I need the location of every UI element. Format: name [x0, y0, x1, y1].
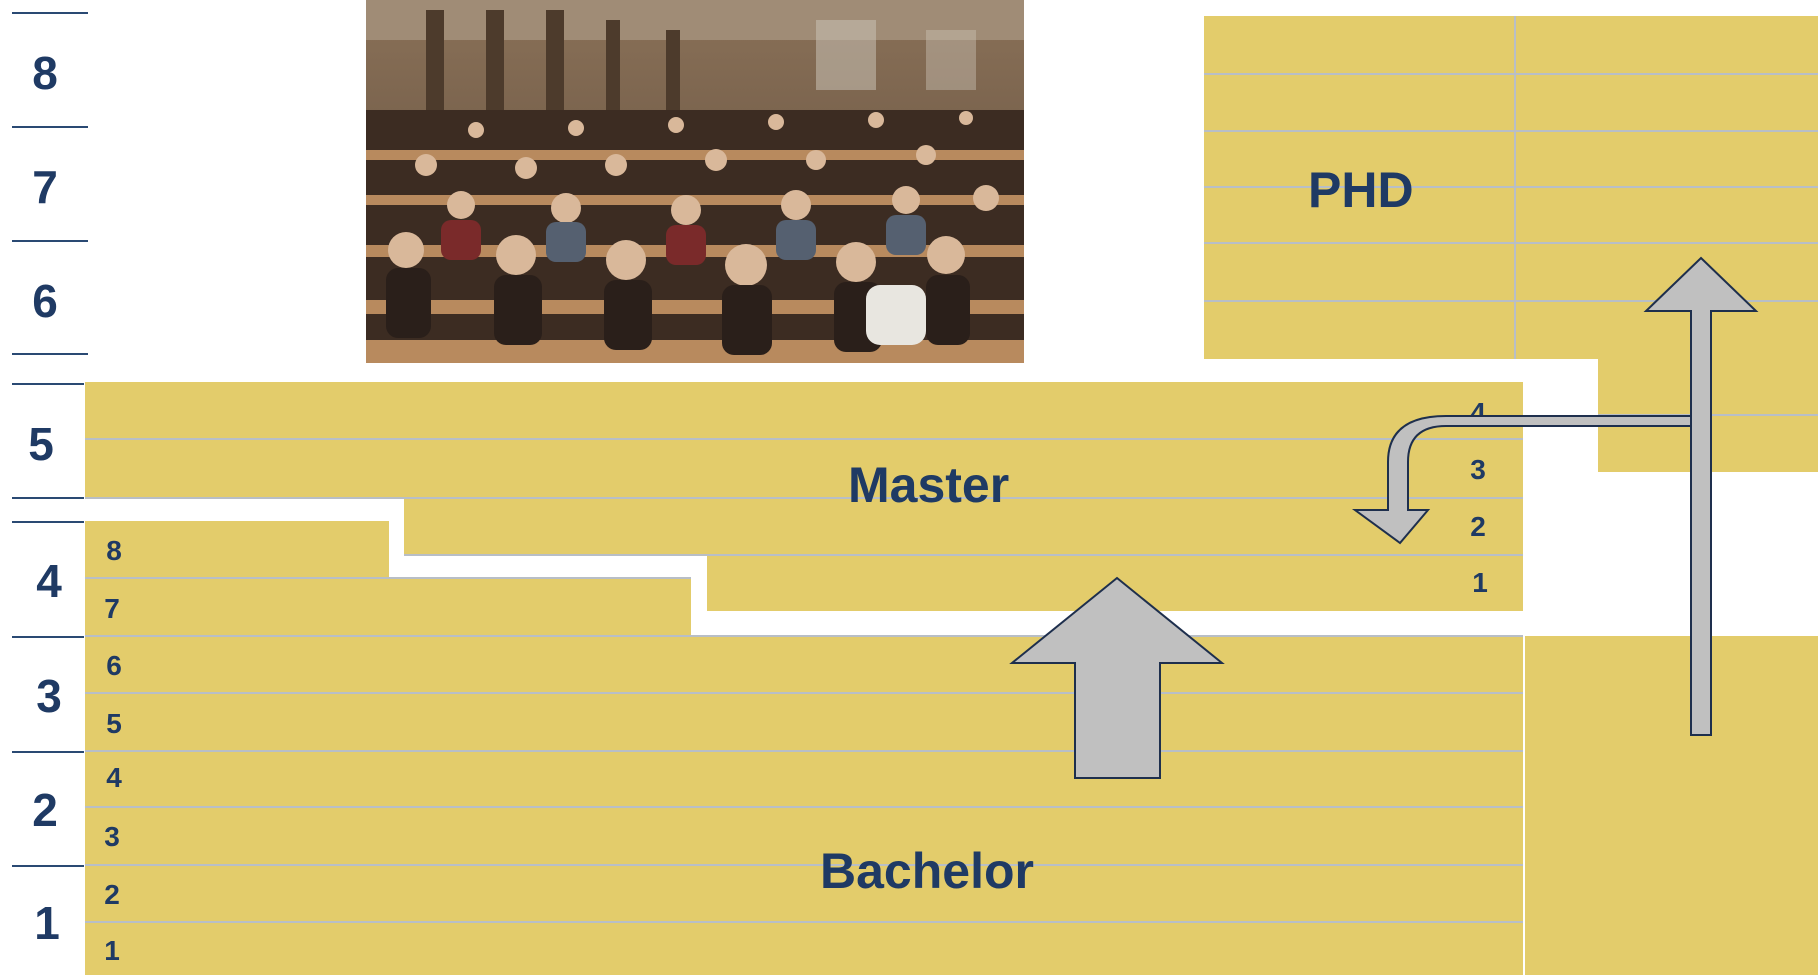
year-label-5: 5: [28, 418, 54, 470]
year-label-8: 8: [32, 47, 58, 99]
bachelor-stripe: [85, 635, 1523, 637]
master-top-block: [85, 382, 1523, 498]
phd-to-master-branch-arrow: [1351, 415, 1692, 545]
bachelor-semester-5: 5: [106, 708, 122, 739]
year-label-3: 3: [36, 670, 62, 722]
year-divider: [12, 751, 84, 753]
bachelor-to-master-arrow: [1009, 576, 1225, 779]
bachelor-stripe: [85, 750, 1523, 752]
year-divider: [12, 636, 84, 638]
master-stripe: [85, 497, 1523, 499]
year-label-1: 1: [34, 897, 60, 949]
bachelor-stripe: [85, 864, 1523, 866]
bachelor-sem-7-block: [85, 579, 691, 636]
phd-stripe: [1204, 73, 1818, 75]
year-divider: [12, 865, 84, 867]
bachelor-stripe: [85, 577, 691, 579]
year-label-7: 7: [32, 161, 58, 213]
phd-arrow-shaft: [1692, 312, 1710, 734]
year-divider: [12, 521, 84, 523]
year-divider: [12, 383, 84, 385]
master-semester-3: 3: [1470, 454, 1486, 485]
master-stripe: [404, 554, 1523, 556]
master-title: Master: [848, 457, 1010, 513]
year-label-2: 2: [32, 784, 58, 836]
master-semester-2: 2: [1470, 511, 1486, 542]
lecture-hall-illustration: [366, 0, 1024, 363]
lecture-hall-photo: [366, 0, 1024, 363]
year-label-6: 6: [32, 275, 58, 327]
bachelor-semester-3: 3: [104, 821, 120, 852]
phd-stripe: [1204, 186, 1818, 188]
master-sem-2-block: [404, 498, 1523, 555]
year-divider: [12, 353, 88, 355]
master-stripe: [85, 438, 1523, 440]
bachelor-semester-8: 8: [106, 535, 122, 566]
year-divider: [12, 240, 88, 242]
bachelor-semester-7: 7: [104, 593, 120, 624]
year-label-4: 4: [36, 555, 62, 607]
year-divider: [12, 497, 84, 499]
phd-stripe: [1204, 242, 1818, 244]
bachelor-title: Bachelor: [820, 843, 1034, 899]
bachelor-semester-1: 1: [104, 935, 120, 966]
bachelor-stripe: [85, 692, 1523, 694]
year-divider: [12, 12, 88, 14]
bachelor-stripe: [85, 921, 1523, 923]
bachelor-sem-8-block: [85, 521, 389, 579]
bachelor-semester-2: 2: [104, 879, 120, 910]
phd-title: PHD: [1308, 162, 1414, 218]
phd-stripe: [1204, 130, 1818, 132]
bachelor-right-block: [1525, 636, 1818, 975]
master-semester-1: 1: [1472, 567, 1488, 598]
phd-stripe: [1204, 300, 1818, 302]
year-divider: [12, 126, 88, 128]
bachelor-semester-6: 6: [106, 650, 122, 681]
bachelor-semester-4: 4: [106, 762, 122, 793]
bachelor-stripe: [85, 806, 1523, 808]
